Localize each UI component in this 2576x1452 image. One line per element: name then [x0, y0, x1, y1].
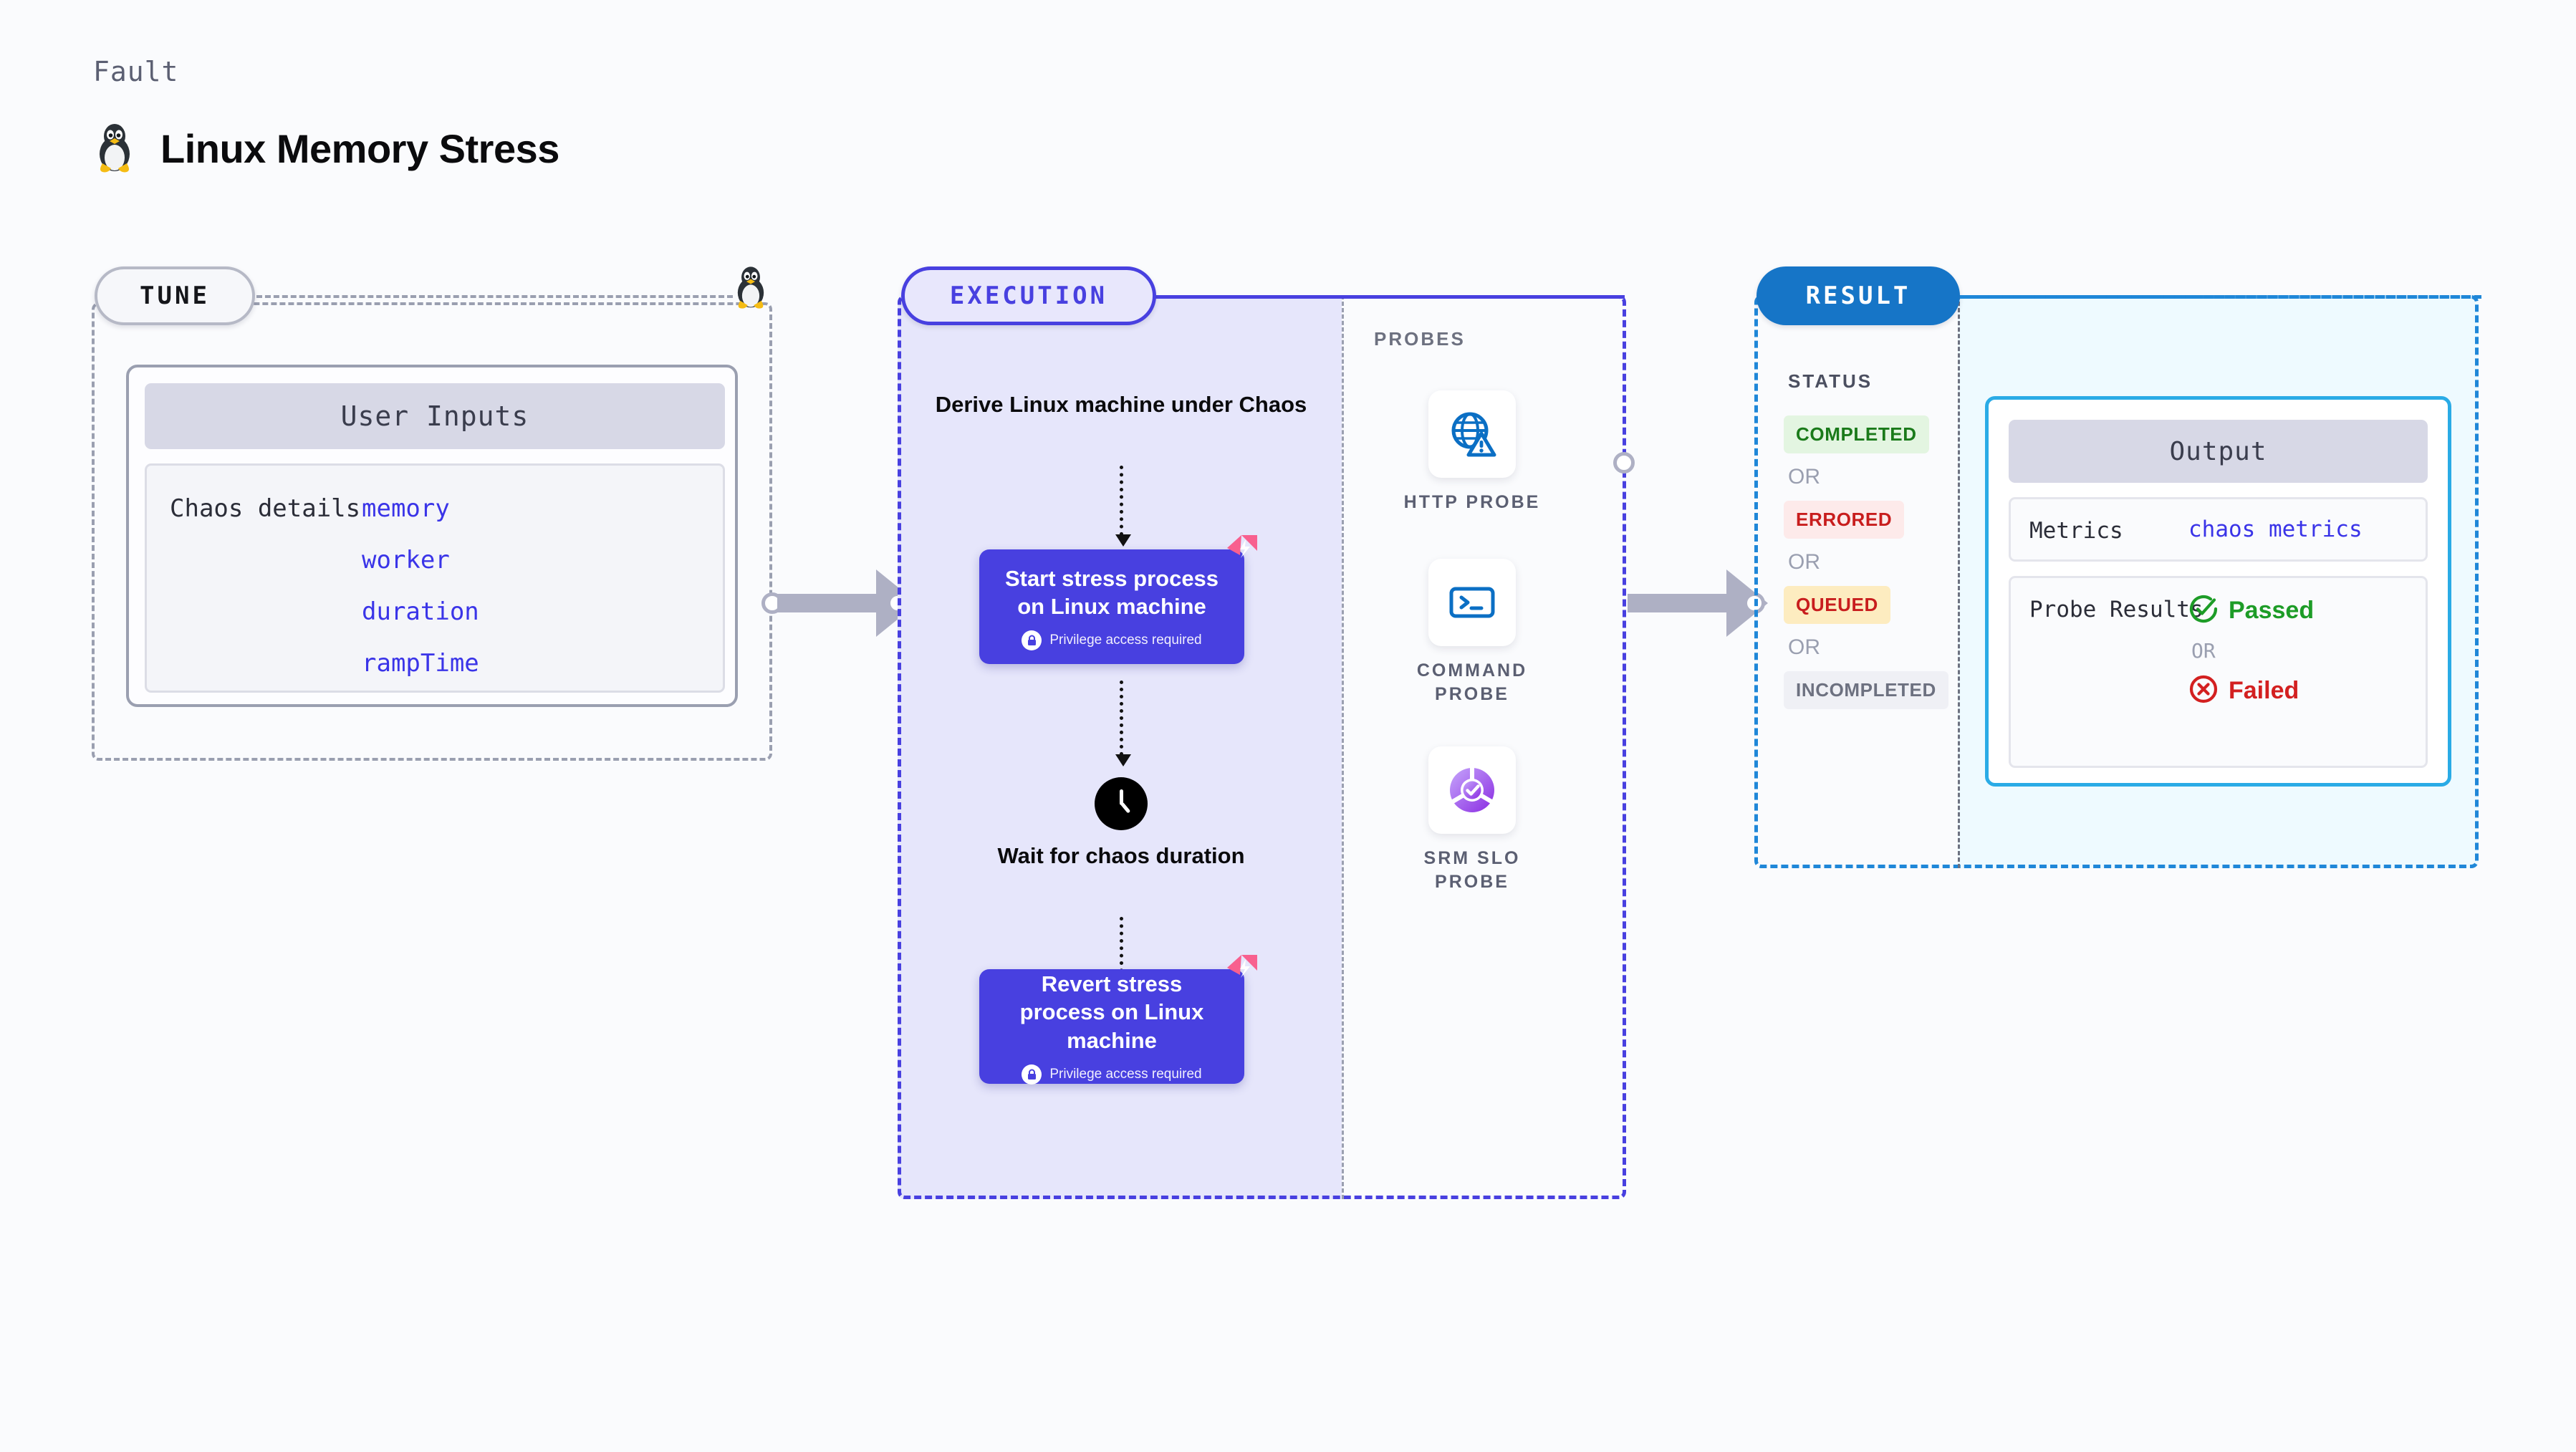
probe-command[interactable]: COMMAND PROBE	[1397, 559, 1547, 706]
node-start-stress-privilege-text: Privilege access required	[1049, 633, 1202, 648]
chaos-input-ramptime: rampTime	[362, 649, 479, 678]
output-heading: Output	[2009, 420, 2428, 483]
tune-tux-icon	[732, 264, 769, 313]
page-title: Linux Memory Stress	[160, 126, 559, 171]
probes-divider	[1342, 295, 1344, 1199]
probe-result-or: OR	[2191, 639, 2216, 663]
arrow-start-to-wait	[1115, 681, 1131, 766]
chaos-details-label: Chaos details	[170, 494, 361, 523]
result-pill-connector	[1960, 295, 2481, 299]
result-pill[interactable]: RESULT	[1756, 266, 1960, 325]
terminal-icon	[1428, 559, 1516, 646]
status-badge-errored: ERRORED	[1784, 501, 1905, 539]
probe-result-failed-label: Failed	[2229, 677, 2299, 704]
chaos-input-duration: duration	[362, 597, 479, 626]
status-badge-queued: QUEUED	[1784, 586, 1890, 624]
status-or-2: OR	[1788, 550, 1820, 574]
node-start-stress[interactable]: Start stress process on Linux machine Pr…	[979, 535, 1257, 664]
probe-result-passed: Passed	[2188, 594, 2314, 628]
probe-srm-slo-label: SRM SLO PROBE	[1423, 848, 1521, 892]
chaos-details-values: memory worker duration rampTime	[362, 494, 479, 701]
output-metrics-value: chaos metrics	[2188, 516, 2363, 542]
node-start-stress-privilege: Privilege access required	[1022, 630, 1202, 651]
clock-icon	[1095, 777, 1148, 830]
tux-penguin-icon	[93, 120, 136, 177]
probe-http-label: HTTP PROBE	[1403, 492, 1541, 512]
chaos-input-worker: worker	[362, 546, 450, 574]
output-probe-results-values: Passed OR Failed	[2188, 594, 2314, 708]
tune-pill[interactable]: TUNE	[95, 266, 255, 325]
output-metrics-row: Metrics chaos metrics	[2009, 497, 2428, 562]
probes-exit-dot	[1613, 452, 1635, 473]
tune-pill-connector	[256, 295, 733, 298]
output-probe-results-label: Probe Results	[2029, 597, 2203, 622]
arrow-derive-to-start	[1115, 466, 1131, 547]
status-badge-completed: COMPLETED	[1784, 415, 1929, 453]
x-circle-icon	[2188, 674, 2219, 708]
step-derive-label: Derive Linux machine under Chaos	[935, 392, 1307, 417]
page-kicker: Fault	[93, 56, 179, 87]
connector-tune-execution	[777, 569, 918, 637]
page-header: Linux Memory Stress	[93, 120, 559, 177]
output-metrics-label: Metrics	[2029, 518, 2123, 544]
probe-srm-slo[interactable]: SRM SLO PROBE	[1397, 746, 1547, 894]
probe-http[interactable]: HTTP PROBE	[1397, 390, 1547, 514]
chaos-input-memory: memory	[362, 494, 450, 523]
node-revert-stress-privilege: Privilege access required	[1022, 1064, 1202, 1085]
slo-donut-check-icon	[1428, 746, 1516, 834]
user-inputs-card: User Inputs Chaos details memory worker …	[126, 365, 738, 707]
status-list: COMPLETED OR ERRORED OR QUEUED OR INCOMP…	[1784, 415, 1948, 709]
check-circle-icon	[2188, 594, 2219, 628]
status-badge-incompleted: INCOMPLETED	[1784, 671, 1948, 709]
probe-result-passed-label: Passed	[2229, 597, 2315, 624]
lock-icon	[1022, 630, 1042, 651]
globe-warning-icon	[1428, 390, 1516, 478]
result-divider	[1958, 295, 1960, 868]
harness-logo-icon	[1226, 953, 1259, 986]
node-revert-stress[interactable]: Revert stress process on Linux machine P…	[979, 955, 1257, 1085]
execution-pill-connector	[1158, 295, 1625, 299]
probe-result-failed: Failed	[2188, 674, 2314, 708]
status-label: STATUS	[1788, 370, 1873, 392]
harness-logo-icon	[1226, 534, 1259, 567]
status-or-1: OR	[1788, 465, 1820, 489]
lock-icon	[1022, 1064, 1042, 1085]
tune-section	[92, 302, 772, 761]
output-card: Output Metrics chaos metrics Probe Resul…	[1985, 396, 2451, 787]
status-or-3: OR	[1788, 635, 1820, 659]
step-wait-label: Wait for chaos duration	[997, 843, 1245, 868]
probe-command-label: COMMAND PROBE	[1416, 660, 1528, 704]
node-start-stress-title: Start stress process on Linux machine	[1004, 565, 1219, 619]
chaos-details-body: Chaos details memory worker duration ram…	[145, 463, 725, 693]
node-revert-stress-title: Revert stress process on Linux machine	[1019, 971, 1204, 1053]
execution-pill[interactable]: EXECUTION	[901, 266, 1156, 325]
probes-label: PROBES	[1374, 328, 1466, 350]
node-revert-stress-privilege-text: Privilege access required	[1049, 1067, 1202, 1082]
connector-execution-result	[1628, 569, 1768, 637]
user-inputs-heading: User Inputs	[145, 383, 725, 449]
output-probe-results-row: Probe Results Passed OR	[2009, 576, 2428, 768]
